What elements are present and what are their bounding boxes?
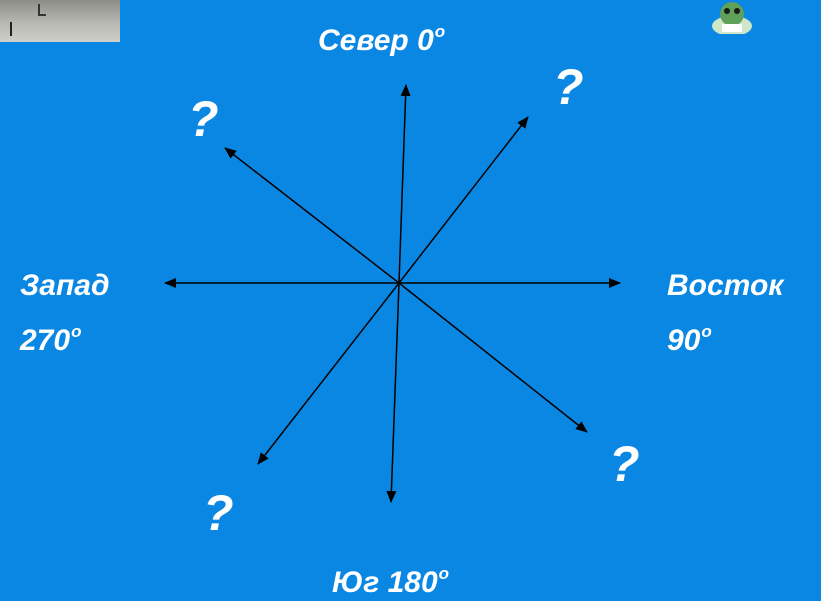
ray-northwest (225, 148, 399, 283)
east-degrees: 90о (667, 314, 712, 359)
ray-northeast (399, 117, 528, 283)
question-southwest: ? (203, 486, 234, 540)
ray-southwest (258, 283, 399, 464)
south-label: Юг 180о (332, 556, 449, 601)
question-southeast: ? (609, 437, 640, 491)
east-label: Восток (667, 268, 783, 304)
ray-south (391, 283, 399, 502)
north-label: Север 0о (318, 14, 445, 59)
question-northwest: ? (188, 92, 219, 146)
question-northeast: ? (553, 60, 584, 114)
west-label: Запад (20, 268, 110, 304)
ray-southeast (399, 283, 587, 432)
ray-north (399, 85, 406, 283)
west-degrees: 270о (20, 314, 81, 359)
